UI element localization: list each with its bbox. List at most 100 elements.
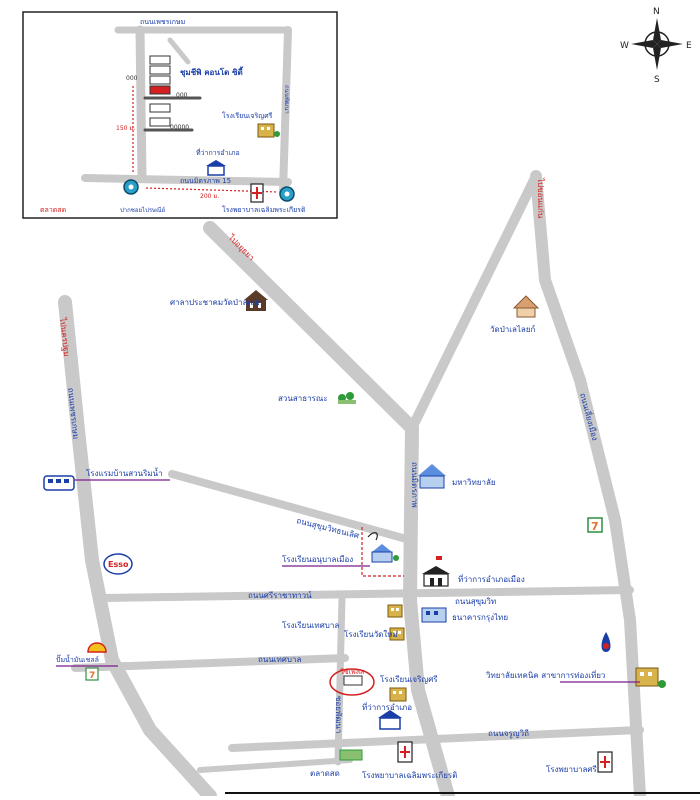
inset-label-bottom-road: ถนนมิตรภาพ 15 [180,177,231,185]
hospital-right-icon [597,751,613,773]
inset-marker-left [123,179,139,195]
inset-road-main [135,25,147,183]
school2-icon [387,604,403,618]
compass-w: W [620,41,629,51]
inset-police-icon [206,160,226,176]
inset-dist-vertical: 150 ม. [116,125,135,132]
seven-text-right: 7 [591,520,599,533]
district-office-icon [422,556,450,587]
label-road-ne: ไปขอนแก่น [536,177,545,219]
shell-logo-icon [87,642,107,653]
label-road-bottom: ถนนจรูญวิถี [488,729,529,739]
road-right-vertical [530,170,646,800]
inset-label-condo: ชุมชีพิ คอนโด ซิตี้ [180,66,244,78]
inset-label-side-road: ถนนพัฒนา [283,85,290,114]
inset-marker-right [279,186,295,202]
inset-tag-2: 000 [176,92,188,99]
inset-label-hospital: โรงพยาบาลเฉลิมพระเกียรติ [222,205,306,214]
inset-label-market2: ปากซอยไปรษณีย์ [120,206,165,214]
compass-e: E [686,41,692,51]
condo-block [149,75,171,85]
label-condo: วีซีเพลส [340,668,365,676]
inset-school-icon [257,123,280,138]
road-nw-diagonal [203,221,419,435]
hospital-icon [397,741,413,763]
inset-label-school: โรงเรียนเจริญศรี [222,111,273,120]
label-center-street: ถนนมิตรภาพ [410,462,419,508]
inset-roads [81,25,292,196]
inset-label-police: ที่ว่าการอำเภอ [196,148,240,157]
label-school1: โรงเรียนอนุบาลเมือง [282,554,353,564]
label-bank: ธนาคารกรุงไทย [452,613,508,622]
label-hospital-right: โรงพยาบาลศรี [546,764,598,774]
label-district: ที่ว่าการอำเภอเมือง [458,573,525,584]
condo-block-highlight [149,85,171,95]
road-east-west-4 [197,757,353,773]
school4-icon [389,687,407,702]
seven-text-left: 7 [89,671,95,681]
condo-marker [343,675,363,686]
compass-rose: N S E W [620,7,692,85]
road-east-west-1 [100,586,634,602]
hotel-icon [43,475,75,491]
inset-label-market: ตลาดสด [40,206,66,214]
seven-eleven-icon-right: 7 [587,517,603,533]
label-hospital: โรงพยาบาลเฉลิมพระเกียรติ [362,770,457,780]
inset-tag-1: 000 [126,75,138,82]
inset-map: ชุมชีพิ คอนโด ซิตี้ ถนนเพชรเกษม 000 000 … [22,11,338,219]
inset-road-right [279,26,292,196]
label-school2: โรงเรียนเทศบาล [282,620,339,630]
esso-logo-icon: Esso [103,553,133,575]
label-road-crossing: ถนนเทศบาล [258,655,301,664]
label-gas-station: ปั๊มน้ำมันเชลล์ [56,653,99,664]
label-college: วิทยาลัยเทคนิค สาขาการท่องเที่ยว [485,669,605,680]
main-roads [58,170,646,800]
university-icon [418,464,446,489]
compass-n: N [653,7,660,17]
college-icon [635,667,666,688]
label-school3: โรงเรียนวัดใหม่ [344,629,398,639]
label-police: ที่ว่าการอำเภอ [362,701,412,712]
school3-icon [389,627,405,641]
condo-highlight-ring [329,668,375,696]
inset-tag-3: 00000 [170,124,189,131]
school-zone-outline [361,527,404,577]
road-left-vertical [58,295,217,800]
inset-hospital-icon [250,183,264,203]
road-east-west-2 [71,654,349,672]
road-middle-diagonal [168,470,414,544]
seven-eleven-icon-left: 7 [85,667,99,681]
ptt-logo-icon [601,632,611,652]
inset-road-bottom [81,174,292,186]
temple-icon [512,295,540,318]
label-road-center: ถนนศรีราชาทาวน์ [248,590,312,600]
road-east-west-3 [228,726,644,752]
compass-s: S [654,75,660,85]
condo-block [149,65,171,75]
label-community-hall: ศาลาประชาคมวัดป่าลเลย [170,298,260,307]
label-road-left: ไปนครปฐม [58,316,71,357]
community-hall-icon [244,290,268,311]
police-icon [378,710,402,730]
label-road-south: ถนนสุขุมวิท [455,597,496,606]
label-park: สวนสาธารณะ [278,394,328,403]
road-small-vertical [334,594,346,766]
school1-icon [371,544,399,563]
esso-text: Esso [108,560,129,569]
inset-condo-blocks [149,55,171,127]
label-hotel: โรงแรมบ้านสวนริมน้ำ [86,467,163,478]
label-university: มหาวิทยาลัย [452,478,496,487]
label-school4: โรงเรียนเจริญศรี [380,674,438,684]
bank-icon [421,607,447,623]
market-icon [339,749,363,761]
condo-block [149,103,171,113]
label-market: ตลาดสด [310,769,340,778]
label-temple: วัดป่าเลไลยก์ [490,324,536,334]
condo-block [149,55,171,65]
inset-label-top-road: ถนนเพชรเกษม [140,18,185,26]
inset-road-small [167,37,191,65]
inset-dist-horizontal: 200 ม. [200,193,219,200]
condo-block [149,117,171,127]
